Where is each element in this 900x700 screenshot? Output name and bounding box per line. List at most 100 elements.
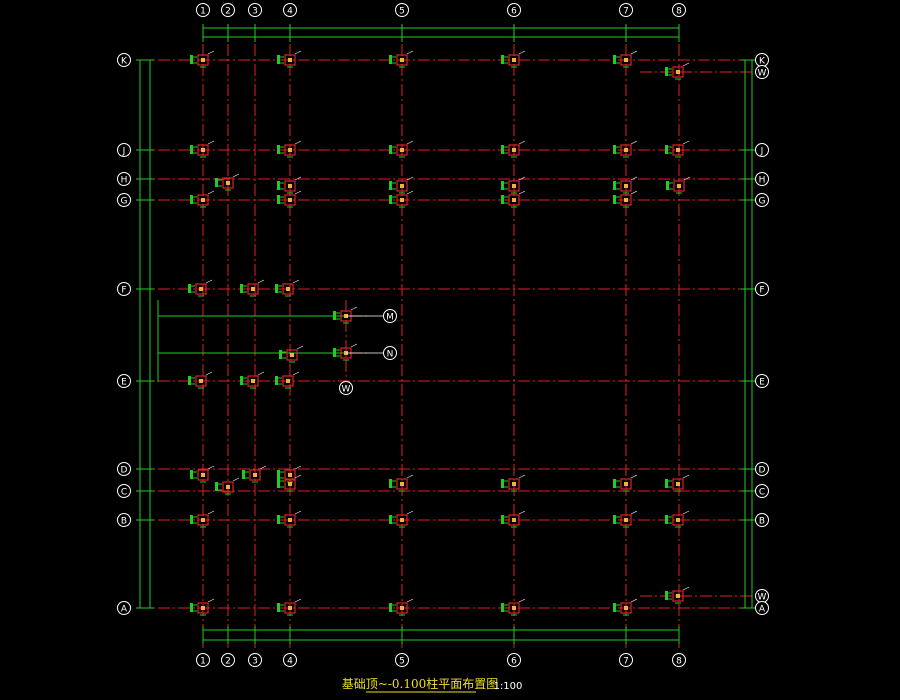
column-tag [501, 145, 504, 154]
column [665, 140, 690, 158]
axis-bubble-circle [755, 601, 769, 615]
title-block: 基础顶~-0.100柱平面布置图 1:100 [342, 676, 522, 693]
column-label-leader [518, 176, 526, 181]
column-label-leader [232, 173, 240, 178]
axis-bubble-right-K: K [755, 53, 769, 67]
axis-bubble-label: G [759, 197, 766, 207]
axis-bubble-label: 2 [225, 657, 231, 667]
column-tag [190, 515, 193, 524]
axis-bubble-circle [196, 3, 210, 17]
column-label-leader [257, 279, 265, 284]
column-outline [195, 283, 207, 295]
column [389, 510, 414, 528]
column-label-leader [682, 62, 690, 67]
column-outline [396, 514, 408, 526]
column-core [201, 198, 205, 202]
column-label-leader [207, 598, 215, 603]
column-tag [277, 55, 280, 64]
column-outline [284, 180, 296, 192]
column-outline [672, 478, 684, 490]
column-tag [277, 470, 280, 479]
column-tag [613, 195, 616, 204]
column-core [512, 198, 516, 202]
column-outline [396, 194, 408, 206]
column [188, 279, 213, 297]
column [613, 176, 638, 194]
column-core [199, 379, 203, 383]
column-core [512, 606, 516, 610]
column-core [400, 606, 404, 610]
axis-bubble-right-G: G [755, 193, 769, 207]
column-tag [389, 515, 392, 524]
column-label-leader [294, 190, 302, 195]
column-tag [333, 311, 336, 320]
column-outline [672, 514, 684, 526]
column-tag [242, 470, 245, 479]
column [501, 474, 526, 492]
axis-bubble-left-A: A [117, 601, 131, 615]
axis-bubble-label: D [759, 466, 766, 476]
column-core [251, 287, 255, 291]
column-label-leader [294, 510, 302, 515]
column-outline [620, 514, 632, 526]
column-label-leader [630, 598, 638, 603]
column [277, 510, 302, 528]
column-label-leader [406, 474, 414, 479]
axis-bubble-label: F [121, 286, 126, 296]
column-tag [190, 470, 193, 479]
column-outline [508, 194, 520, 206]
axis-bubble-right-F: F [755, 282, 769, 296]
column-core [400, 198, 404, 202]
column-label-leader [294, 474, 302, 479]
column [277, 140, 302, 158]
column-core [201, 518, 205, 522]
axis-bubble-circle [283, 653, 297, 667]
column-core [624, 148, 628, 152]
column-tag [665, 67, 668, 76]
column [501, 176, 526, 194]
axis-bubble-circle [755, 374, 769, 388]
axis-bubble-bottom-8: 8 [672, 653, 686, 667]
axis-bubble-top-2: 2 [221, 3, 235, 17]
column-tag [389, 145, 392, 154]
column-core [251, 379, 255, 383]
column [613, 50, 638, 68]
column-outline [284, 602, 296, 614]
axis-bubble-circle [196, 653, 210, 667]
axis-bubble-circle [395, 653, 409, 667]
column-outline [673, 180, 685, 192]
column [188, 371, 213, 389]
column-outline [284, 54, 296, 66]
axis-bubble-circle [507, 3, 521, 17]
column-core [676, 518, 680, 522]
column-tag [501, 515, 504, 524]
column-core [400, 482, 404, 486]
axis-bubble-label: 3 [252, 7, 258, 17]
column-label-leader [518, 510, 526, 515]
column-outline [282, 283, 294, 295]
column-outline [247, 283, 259, 295]
column-tag [215, 482, 218, 491]
column-label-leader [207, 465, 215, 470]
axis-bubble-label: H [759, 176, 766, 186]
column-outline [508, 180, 520, 192]
column [389, 50, 414, 68]
axis-bubble-bottom-4: 4 [283, 653, 297, 667]
axis-bubble-circle [755, 193, 769, 207]
column-tag [240, 376, 243, 385]
column-tag [277, 515, 280, 524]
column-outline [282, 375, 294, 387]
column [190, 465, 215, 483]
column [277, 50, 302, 68]
column-core [512, 148, 516, 152]
column-label-leader [207, 510, 215, 515]
axis-bubble-top-4: 4 [283, 3, 297, 17]
column-tag [190, 55, 193, 64]
axis-bubble-right-A: A [755, 601, 769, 615]
column [277, 598, 302, 616]
column [389, 190, 414, 208]
column [190, 140, 215, 158]
column-core [288, 473, 292, 477]
column-label-leader [630, 474, 638, 479]
